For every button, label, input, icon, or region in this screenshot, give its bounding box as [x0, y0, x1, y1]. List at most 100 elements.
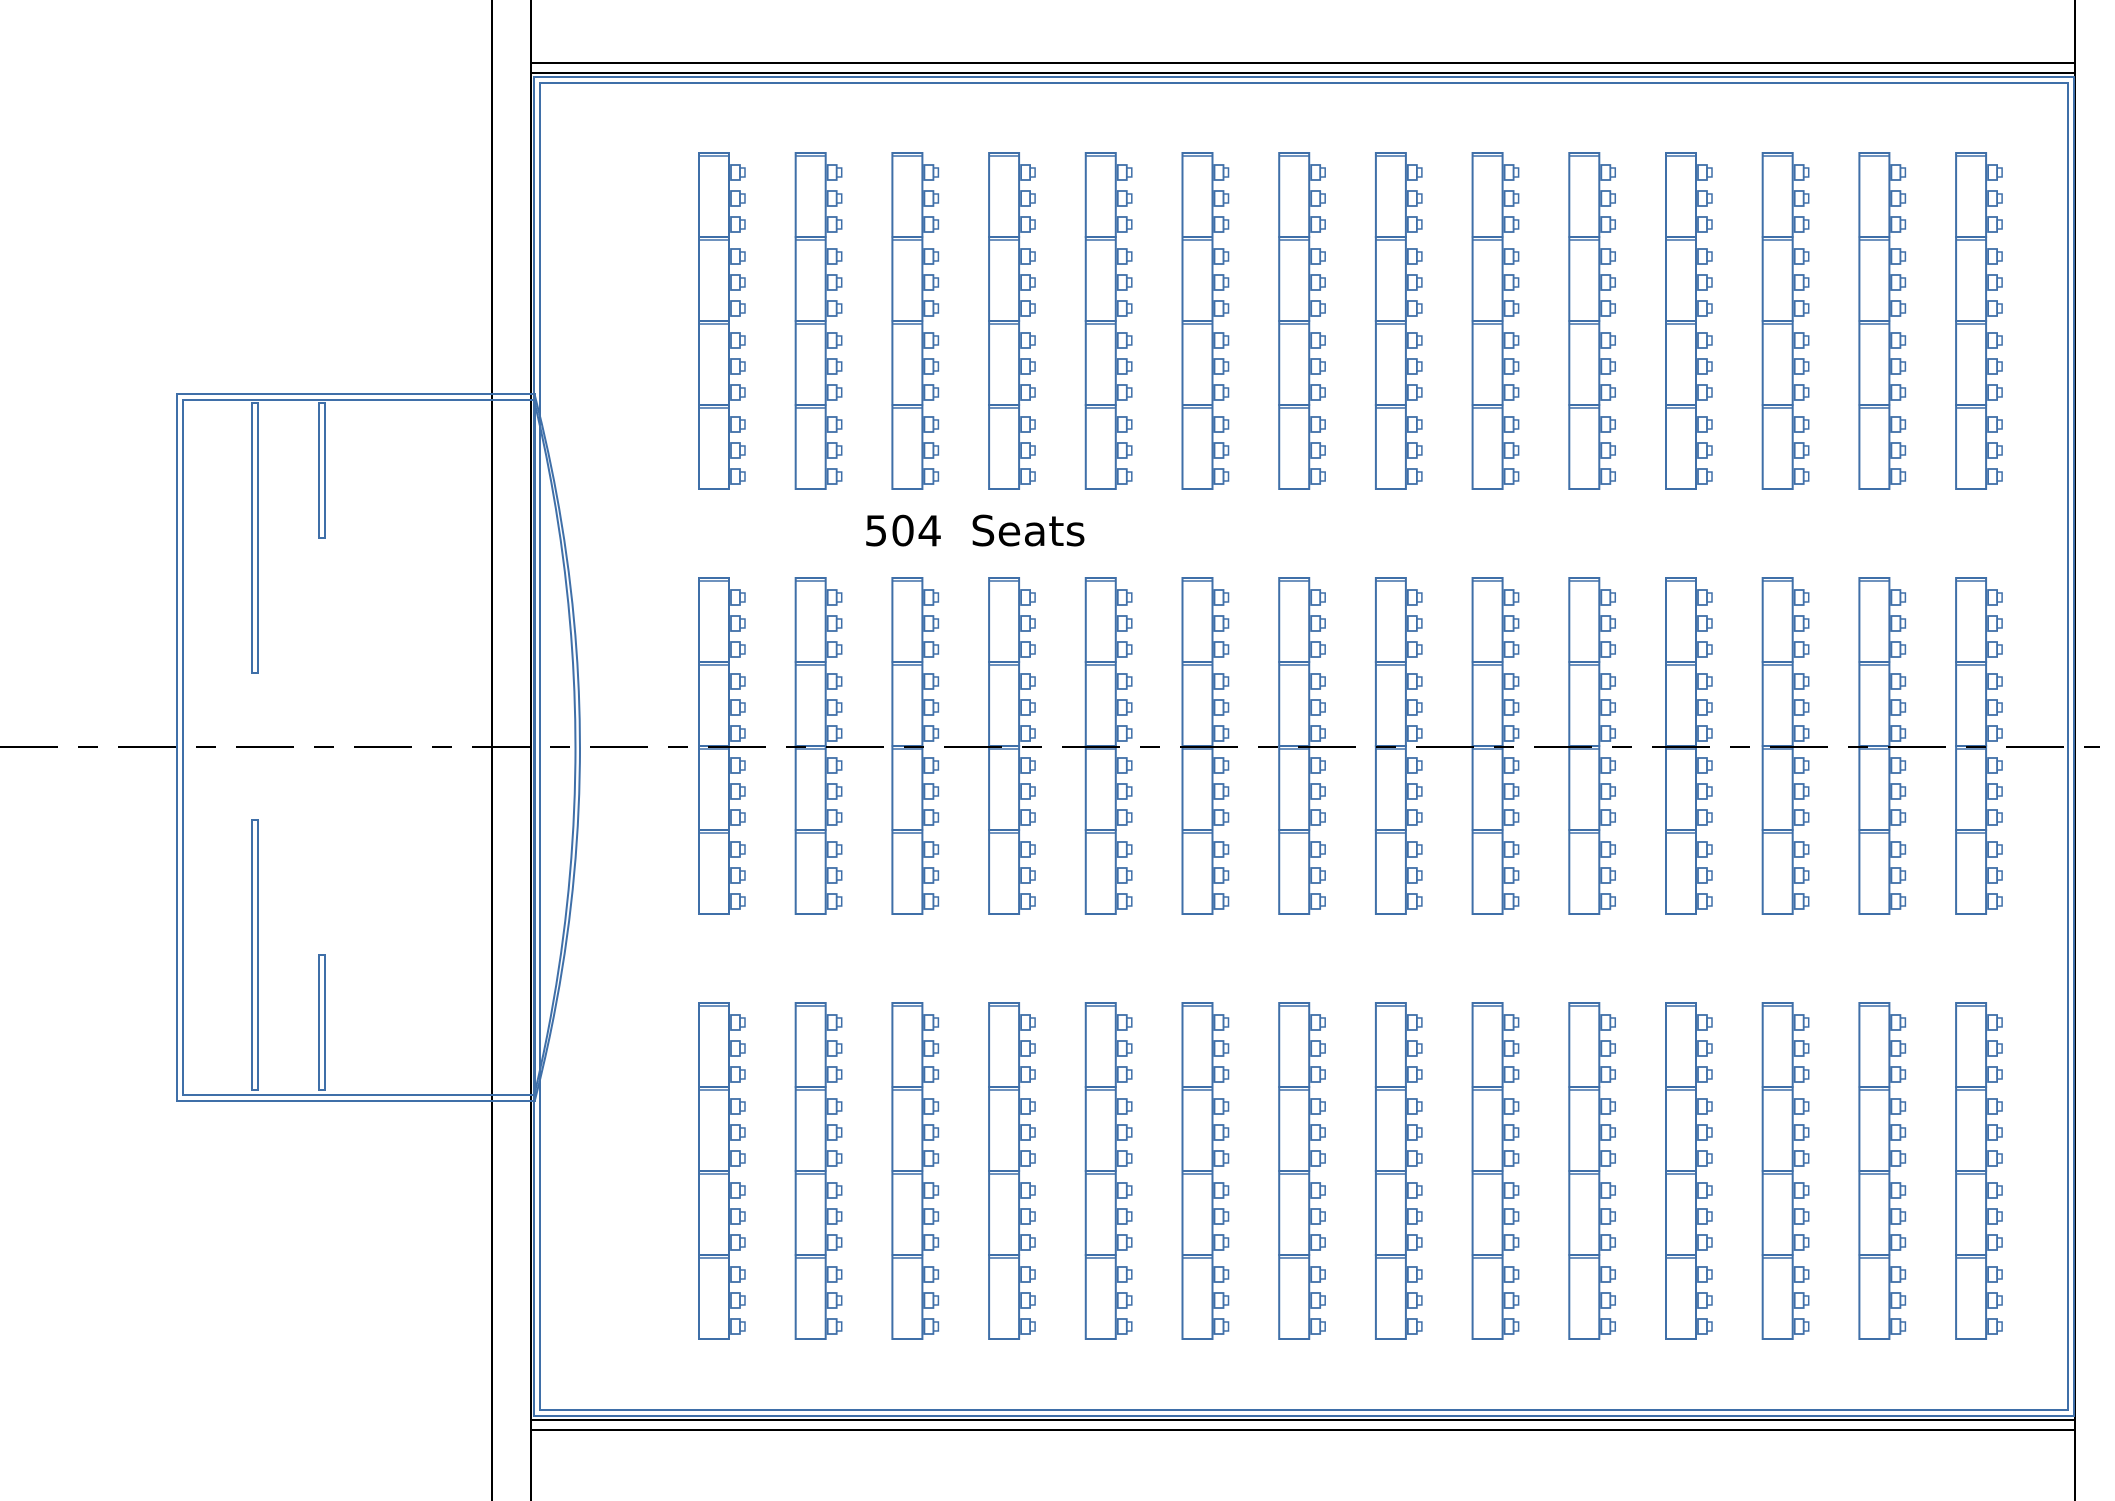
chair [1697, 725, 1713, 742]
chair [1503, 589, 1520, 606]
chair [1793, 358, 1810, 375]
table [1471, 1170, 1504, 1256]
table [988, 745, 1021, 831]
chair [1310, 1150, 1326, 1167]
chair [1697, 1266, 1713, 1283]
table [988, 661, 1021, 747]
table [1858, 320, 1891, 406]
chair [923, 1040, 940, 1057]
chair [923, 841, 940, 858]
chair [923, 1124, 940, 1141]
chair [1890, 1266, 1907, 1283]
chair [1697, 867, 1713, 884]
chair [1697, 1066, 1713, 1083]
chair [1890, 725, 1907, 742]
chair [1793, 468, 1810, 485]
table [1955, 1254, 1988, 1340]
table [1084, 1002, 1117, 1088]
chair [1213, 757, 1230, 774]
chair [826, 216, 843, 233]
table [1374, 152, 1407, 238]
chair [1600, 1318, 1617, 1335]
chair [1310, 783, 1326, 800]
chair [1020, 216, 1036, 233]
table [1665, 1170, 1697, 1256]
chair [1987, 274, 2003, 291]
chair [1116, 867, 1133, 884]
chair [730, 809, 746, 826]
table [1181, 1002, 1214, 1088]
chair [1116, 384, 1133, 401]
chair [923, 589, 940, 606]
chair [1020, 589, 1036, 606]
chair [1503, 216, 1520, 233]
chair [1407, 673, 1423, 690]
chair [1213, 1014, 1230, 1031]
seat-column [1665, 1002, 1713, 1340]
table [891, 1002, 924, 1088]
chair [1793, 1066, 1810, 1083]
chair [1310, 358, 1326, 375]
table [1278, 577, 1311, 663]
chair [1310, 1098, 1326, 1115]
chair [1407, 442, 1423, 459]
seat-column [1181, 577, 1230, 915]
chair [1600, 1066, 1617, 1083]
table [794, 236, 827, 322]
chair [1407, 841, 1423, 858]
table [891, 577, 924, 663]
table [1665, 1002, 1697, 1088]
chair [1890, 783, 1907, 800]
chair [1697, 589, 1713, 606]
chair [923, 332, 940, 349]
table [1471, 829, 1504, 915]
table [1374, 1170, 1407, 1256]
chair [1020, 725, 1036, 742]
chair [1116, 1234, 1133, 1251]
table [1665, 829, 1697, 915]
chair [1600, 1150, 1617, 1167]
chair [1793, 757, 1810, 774]
chair [730, 442, 746, 459]
chair [1793, 164, 1810, 181]
table [794, 152, 827, 238]
chair [1503, 809, 1520, 826]
table [794, 1002, 827, 1088]
chair [1793, 1266, 1810, 1283]
chair [730, 867, 746, 884]
chair [1987, 893, 2003, 910]
chair [1407, 216, 1423, 233]
chair [1890, 1318, 1907, 1335]
table [1568, 236, 1601, 322]
chair [1987, 1182, 2003, 1199]
seating-area [698, 152, 2003, 1340]
table [1955, 745, 1988, 831]
chair [1987, 757, 2003, 774]
chair [1987, 867, 2003, 884]
chair [1987, 673, 2003, 690]
chair [1116, 442, 1133, 459]
chair [1600, 1040, 1617, 1057]
chair [1020, 893, 1036, 910]
table [698, 1254, 730, 1340]
table [698, 1170, 730, 1256]
chair [923, 164, 940, 181]
chair [826, 641, 843, 658]
chair [1407, 164, 1423, 181]
chair [1310, 164, 1326, 181]
chair [1793, 274, 1810, 291]
table [1374, 661, 1407, 747]
chair [1310, 699, 1326, 716]
chair [1987, 1098, 2003, 1115]
chair [1600, 216, 1617, 233]
chair [1213, 248, 1230, 265]
chair [1407, 190, 1423, 207]
seat-column [794, 152, 843, 490]
chair [1503, 468, 1520, 485]
chair [1600, 416, 1617, 433]
chair [1793, 783, 1810, 800]
table [1181, 1086, 1214, 1172]
chair [730, 274, 746, 291]
seat-column [1084, 577, 1133, 915]
table [891, 1086, 924, 1172]
